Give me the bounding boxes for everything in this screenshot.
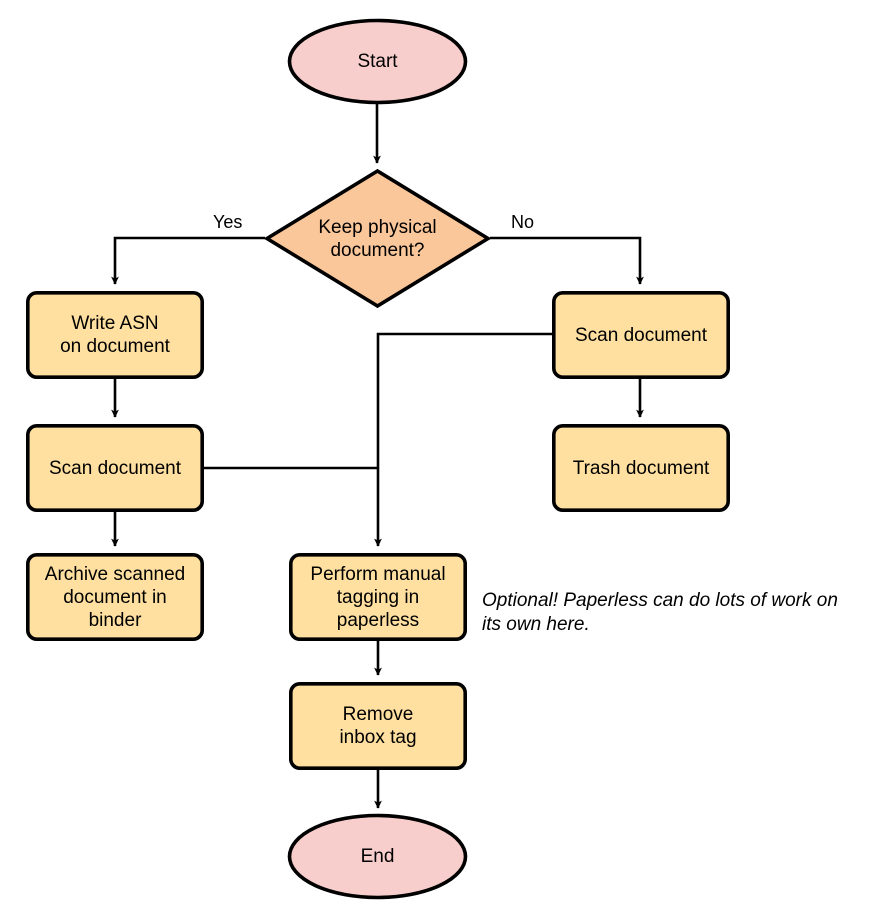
connector-scan-document-right-to-manual-tagging xyxy=(374,332,552,547)
node-remove-inbox-tag-shape[interactable] xyxy=(288,681,467,770)
node-trash-document-shape[interactable] xyxy=(551,423,730,512)
edge-label-no: No xyxy=(508,212,538,233)
node-perform-manual-tagging-in-paperless-shape[interactable] xyxy=(288,552,467,641)
node-end-shape[interactable] xyxy=(287,813,468,900)
node-keep-physical-document-shape[interactable] xyxy=(263,168,492,309)
optional-note-text: Optional! Paperless can do lots of work … xyxy=(482,590,838,635)
node-write-asn-on-document-shape[interactable] xyxy=(25,290,204,379)
node-scan-document-left-shape[interactable] xyxy=(25,423,204,512)
node-start-shape[interactable] xyxy=(287,18,468,105)
connector-decision-yes-to-write-asn xyxy=(111,236,265,285)
node-archive-scanned-document-in-binder-shape[interactable] xyxy=(25,552,204,641)
node-scan-document-right-shape[interactable] xyxy=(551,290,730,379)
edge-label-yes: Yes xyxy=(210,212,246,233)
connector-decision-no-to-scan-document-right xyxy=(490,236,644,285)
